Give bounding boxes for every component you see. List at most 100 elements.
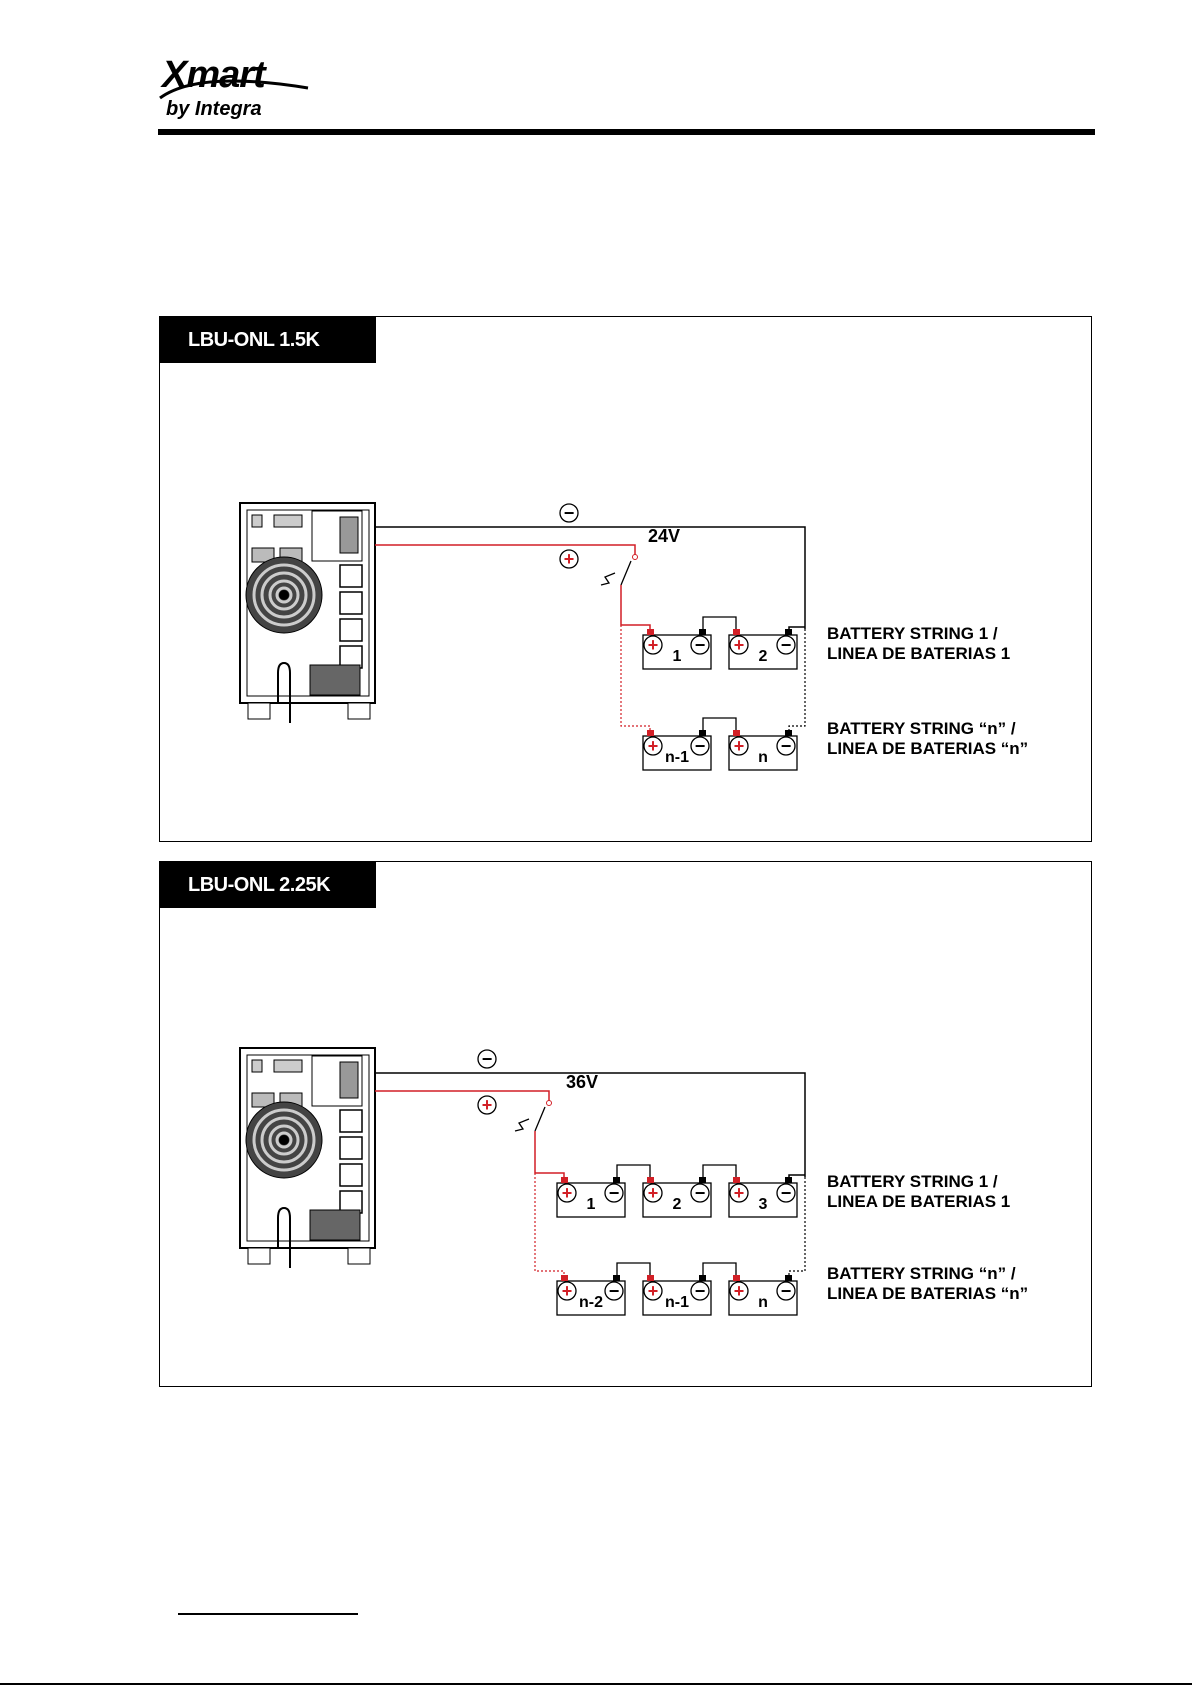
battery-plus-icon: + — [734, 1183, 745, 1203]
battery-plus-icon: + — [648, 736, 659, 756]
string1-label-line1: BATTERY STRING 1 / — [827, 1172, 998, 1191]
fan-icon — [252, 1108, 316, 1172]
negative-terminal-icon — [785, 1177, 792, 1183]
fan-hub-icon — [279, 590, 289, 600]
foot-icon — [247, 1247, 271, 1265]
fan-icon — [268, 579, 300, 611]
series-link — [616, 1262, 651, 1275]
series-link — [616, 1164, 651, 1177]
battery-plus-icon-ring — [643, 635, 663, 655]
logo-xmart: Xmart — [162, 54, 266, 96]
power-cord-icon — [277, 1206, 291, 1268]
foot-icon — [347, 702, 371, 720]
negative-terminal-icon — [785, 730, 792, 736]
fan-hub-icon — [279, 1135, 289, 1145]
input-socket-icon — [309, 1209, 361, 1241]
footnote-rule — [178, 1613, 358, 1615]
battery-plus-icon: + — [648, 1281, 659, 1301]
string1-battery-label: 2 — [759, 648, 768, 665]
header-rule — [158, 129, 1095, 135]
battery-connector-icon — [339, 1061, 359, 1099]
positive-symbol: + — [564, 549, 575, 569]
outlet-icon — [339, 591, 363, 615]
string1-label-line2: LINEA DE BATERIAS 1 — [827, 644, 1010, 663]
parallel-positive-link — [620, 625, 651, 730]
negative-terminal-icon — [785, 629, 792, 635]
battery-connector-icon — [339, 516, 359, 554]
battery-plus-icon: + — [562, 1281, 573, 1301]
battery-minus-icon: − — [781, 1281, 792, 1301]
stringn-label-line1: BATTERY STRING “n” / — [827, 719, 1016, 738]
string1-battery-label: 1 — [673, 648, 682, 665]
negative-symbol: − — [482, 1049, 493, 1069]
battery-plus-icon-ring — [557, 1281, 577, 1301]
battery-minus-icon: − — [609, 1281, 620, 1301]
battery-minus-icon-ring — [776, 736, 796, 756]
string1-label-line1: BATTERY STRING 1 / — [827, 624, 998, 643]
negative-symbol: − — [564, 503, 575, 523]
battery-minus-icon: − — [695, 1281, 706, 1301]
battery-minus-icon-ring — [604, 1183, 624, 1203]
positive-terminal-icon — [733, 629, 740, 635]
positive-wire-to-string — [620, 585, 651, 629]
string1-battery-label: 3 — [759, 1196, 768, 1213]
battery-minus-icon-ring — [690, 1183, 710, 1203]
stringn-battery-label: n-2 — [579, 1294, 603, 1311]
battery-minus-icon: − — [781, 635, 792, 655]
logo-swoosh-icon — [159, 79, 309, 100]
fan-icon — [268, 1124, 300, 1156]
stringn-battery-label: n — [758, 1294, 768, 1311]
battery-minus-icon-ring — [776, 1281, 796, 1301]
negative-symbol-ring — [477, 1049, 497, 1069]
battery-plus-icon-ring — [729, 1281, 749, 1301]
network-port-icon — [251, 1092, 275, 1108]
battery-plus-icon-ring — [557, 1183, 577, 1203]
negative-terminal-icon — [613, 1275, 620, 1281]
breaker-contact-icon — [632, 554, 638, 560]
battery-minus-icon: − — [609, 1183, 620, 1203]
outlet-icon — [339, 1109, 363, 1133]
usb-port-icon — [251, 1059, 263, 1073]
power-cord-icon — [277, 661, 291, 723]
negative-terminal-icon — [699, 1275, 706, 1281]
negative-wire — [375, 1072, 806, 1177]
positive-terminal-icon — [647, 629, 654, 635]
brand-logo: Xmart by Integra — [158, 54, 318, 122]
outlet-icon — [339, 564, 363, 588]
fan-icon — [252, 563, 316, 627]
series-link — [702, 1262, 737, 1275]
battery-plus-icon-ring — [729, 1183, 749, 1203]
negative-wire-to-string — [788, 1174, 805, 1177]
positive-terminal-icon — [733, 730, 740, 736]
outlet-icon — [339, 618, 363, 642]
voltage-label: 36V — [566, 1072, 598, 1092]
negative-wire — [375, 526, 806, 629]
foot-icon — [347, 1247, 371, 1265]
battery-plus-icon: + — [648, 635, 659, 655]
outlet-icon — [339, 1136, 363, 1160]
positive-symbol: + — [482, 1095, 493, 1115]
positive-terminal-icon — [561, 1177, 568, 1183]
parallel-negative-link — [788, 629, 806, 730]
negative-wire-to-string — [788, 626, 805, 629]
battery-plus-icon: + — [734, 1281, 745, 1301]
voltage-label: 24V — [648, 526, 680, 546]
fan-icon — [260, 1116, 308, 1164]
battery-minus-icon-ring — [776, 635, 796, 655]
input-socket-icon — [309, 664, 361, 696]
positive-wire-to-string — [534, 1131, 565, 1177]
battery-minus-icon-ring — [690, 736, 710, 756]
negative-terminal-icon — [613, 1177, 620, 1183]
battery-minus-icon: − — [781, 1183, 792, 1203]
outlet-icon — [339, 1163, 363, 1187]
battery-plus-icon: + — [648, 1183, 659, 1203]
battery-minus-icon-ring — [690, 635, 710, 655]
parallel-negative-link — [788, 1177, 806, 1275]
positive-terminal-icon — [647, 1177, 654, 1183]
battery-minus-icon: − — [695, 1183, 706, 1203]
battery-plus-icon: + — [734, 736, 745, 756]
string1-battery-label: 1 — [587, 1196, 596, 1213]
